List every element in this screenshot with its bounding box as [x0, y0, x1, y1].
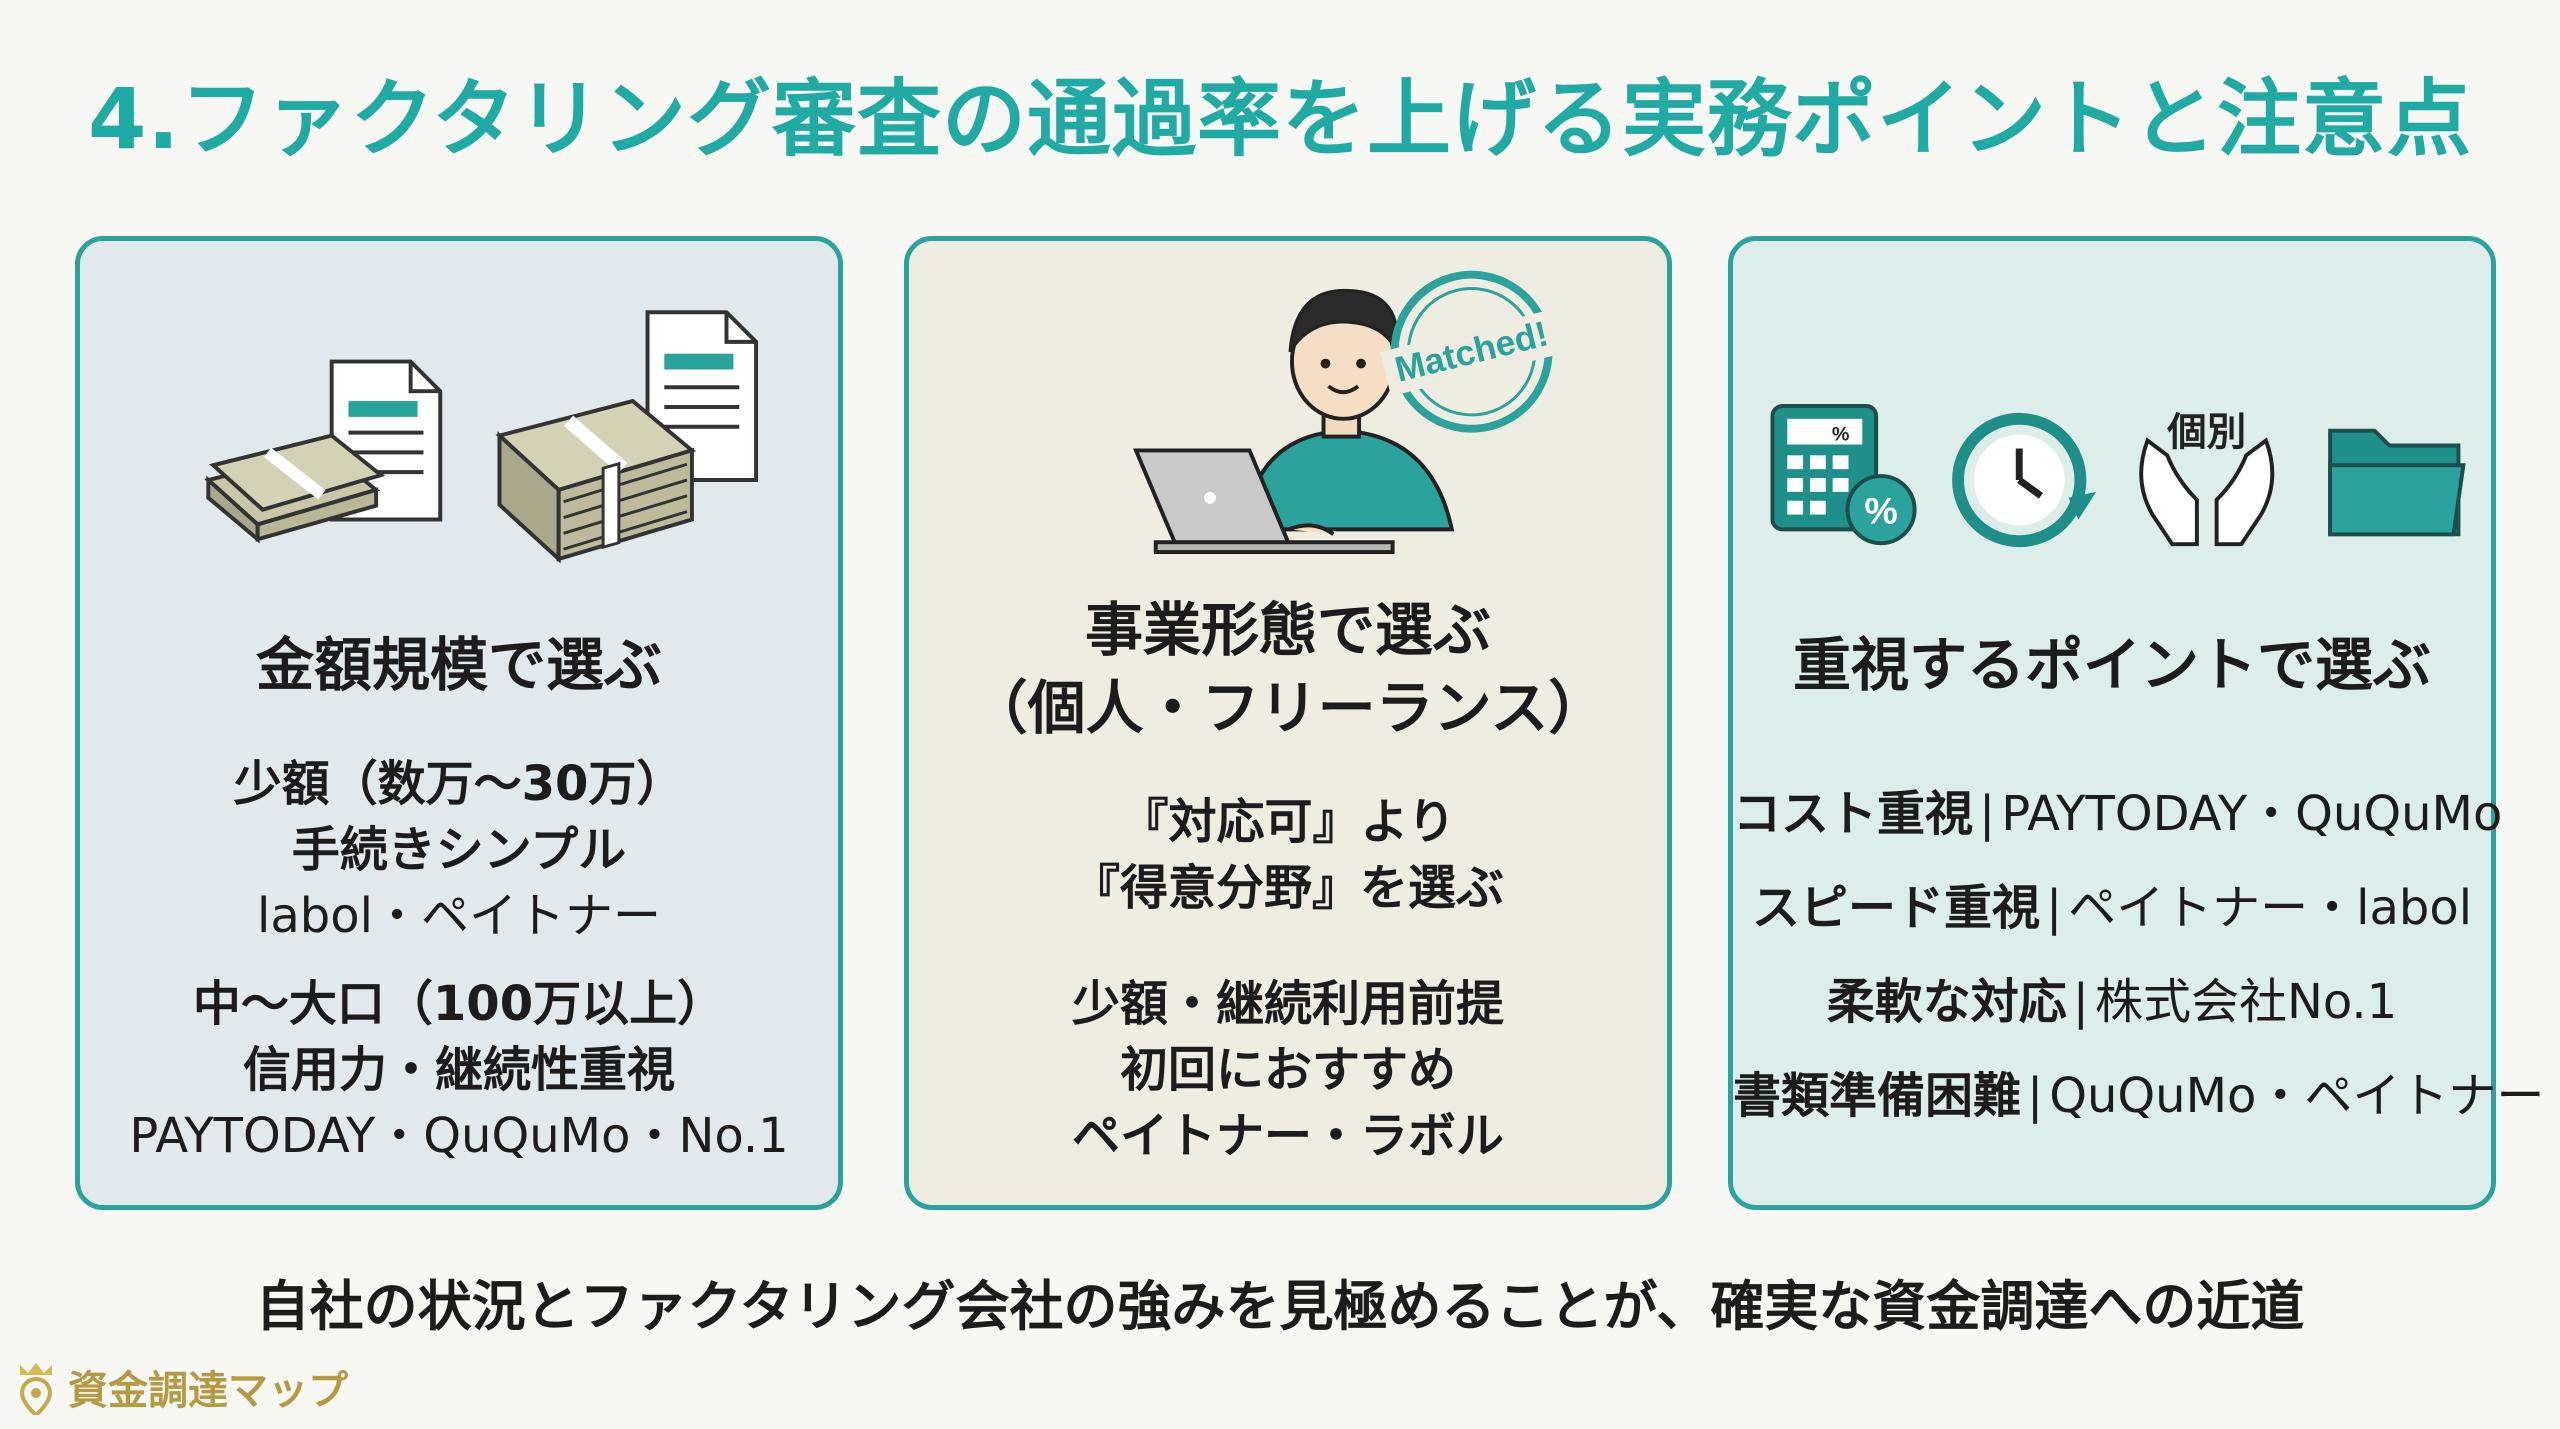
brand-name: 資金調達マップ [68, 1368, 348, 1414]
recommend-line-1: 少額・継続利用前提 [1071, 976, 1504, 1032]
card-amount-scale: 金額規模で選ぶ 少額（数万〜30万） 手続きシンプル labol・ペイトナー 中… [75, 236, 843, 1210]
card-heading: 金額規模で選ぶ [255, 631, 662, 699]
matched-stamp-icon: Matched! [1380, 270, 1564, 433]
priority-row: 書類準備困難|QuQuMo・ペイトナー [1733, 1068, 2545, 1124]
tip-line-2: 『得意分野』を選ぶ [1071, 860, 1504, 916]
priority-label: スピード重視 [1751, 880, 2040, 936]
priority-value: QuQuMo・ペイトナー [2049, 1068, 2545, 1124]
card-heading: 重視するポイントで選ぶ [1792, 631, 2431, 699]
folder-icon [2328, 428, 2466, 537]
freelancer-laptop-illustration: Matched! [1133, 270, 1564, 555]
priority-row: 柔軟な対応|株式会社No.1 [1826, 974, 2398, 1030]
laptop-icon [1133, 448, 1395, 555]
small-amount-range: 少額（数万〜30万） [233, 756, 685, 812]
priority-label: 書類準備困難 [1733, 1068, 2022, 1124]
large-amount-companies: PAYTODAY・QuQuMo・No.1 [129, 1108, 789, 1164]
money-documents-illustration [204, 310, 759, 564]
brand-logo: 資金調達マップ [14, 1358, 348, 1416]
card-heading-line2: （個人・フリーランス） [969, 674, 1607, 742]
small-amount-companies: labol・ペイトナー [257, 888, 661, 944]
priority-row: コスト重視|PAYTODAY・QuQuMo [1733, 786, 2503, 842]
recommend-line-2: 初回におすすめ [1119, 1042, 1456, 1098]
svg-text:%: % [1864, 489, 1897, 531]
conclusion-text: 自社の状況とファクタリング会社の強みを見極めることが、確実な資金調達への近道 [255, 1275, 2305, 1338]
hands-icon: 個別 [2139, 409, 2275, 547]
hands-label: 個別 [2166, 409, 2246, 455]
priority-label: 柔軟な対応 [1826, 974, 2067, 1030]
card-business-type: Matched! 事業形態で選ぶ （個人・フリーランス） 『対応可』より 『得意… [904, 236, 1672, 1210]
clock-icon [1952, 412, 2097, 548]
card-heading-line1: 事業形態で選ぶ [1084, 596, 1491, 664]
map-pin-icon [19, 1363, 53, 1415]
priority-label: コスト重視 [1733, 786, 1974, 842]
priority-value: 株式会社No.1 [2094, 974, 2398, 1030]
money-stack-large-icon [495, 398, 697, 564]
large-amount-feature: 信用力・継続性重視 [242, 1042, 675, 1098]
recommend-companies: ペイトナー・ラボル [1071, 1108, 1504, 1164]
tip-line-1: 『対応可』より [1120, 794, 1456, 850]
priority-value: ペイトナー・labol [2068, 880, 2473, 936]
page-title: 4.ファクタリング審査の通過率を上げる実務ポイントと注意点 [87, 70, 2472, 168]
priority-icons-illustration: % % 個別 [1770, 404, 2466, 548]
card-priority-points: % % 個別 重視するポイントで選ぶ コスト重視|PAYTODAY・Q [1728, 236, 2545, 1210]
money-stack-icon [204, 433, 386, 544]
calculator-display: % [1832, 424, 1850, 446]
calculator-icon: % % [1770, 404, 1917, 546]
priority-value: PAYTODAY・QuQuMo [2001, 786, 2503, 842]
small-amount-feature: 手続きシンプル [291, 822, 627, 878]
large-amount-range: 中〜大口（100万以上） [192, 976, 726, 1032]
priority-row: スピード重視|ペイトナー・labol [1751, 880, 2473, 936]
